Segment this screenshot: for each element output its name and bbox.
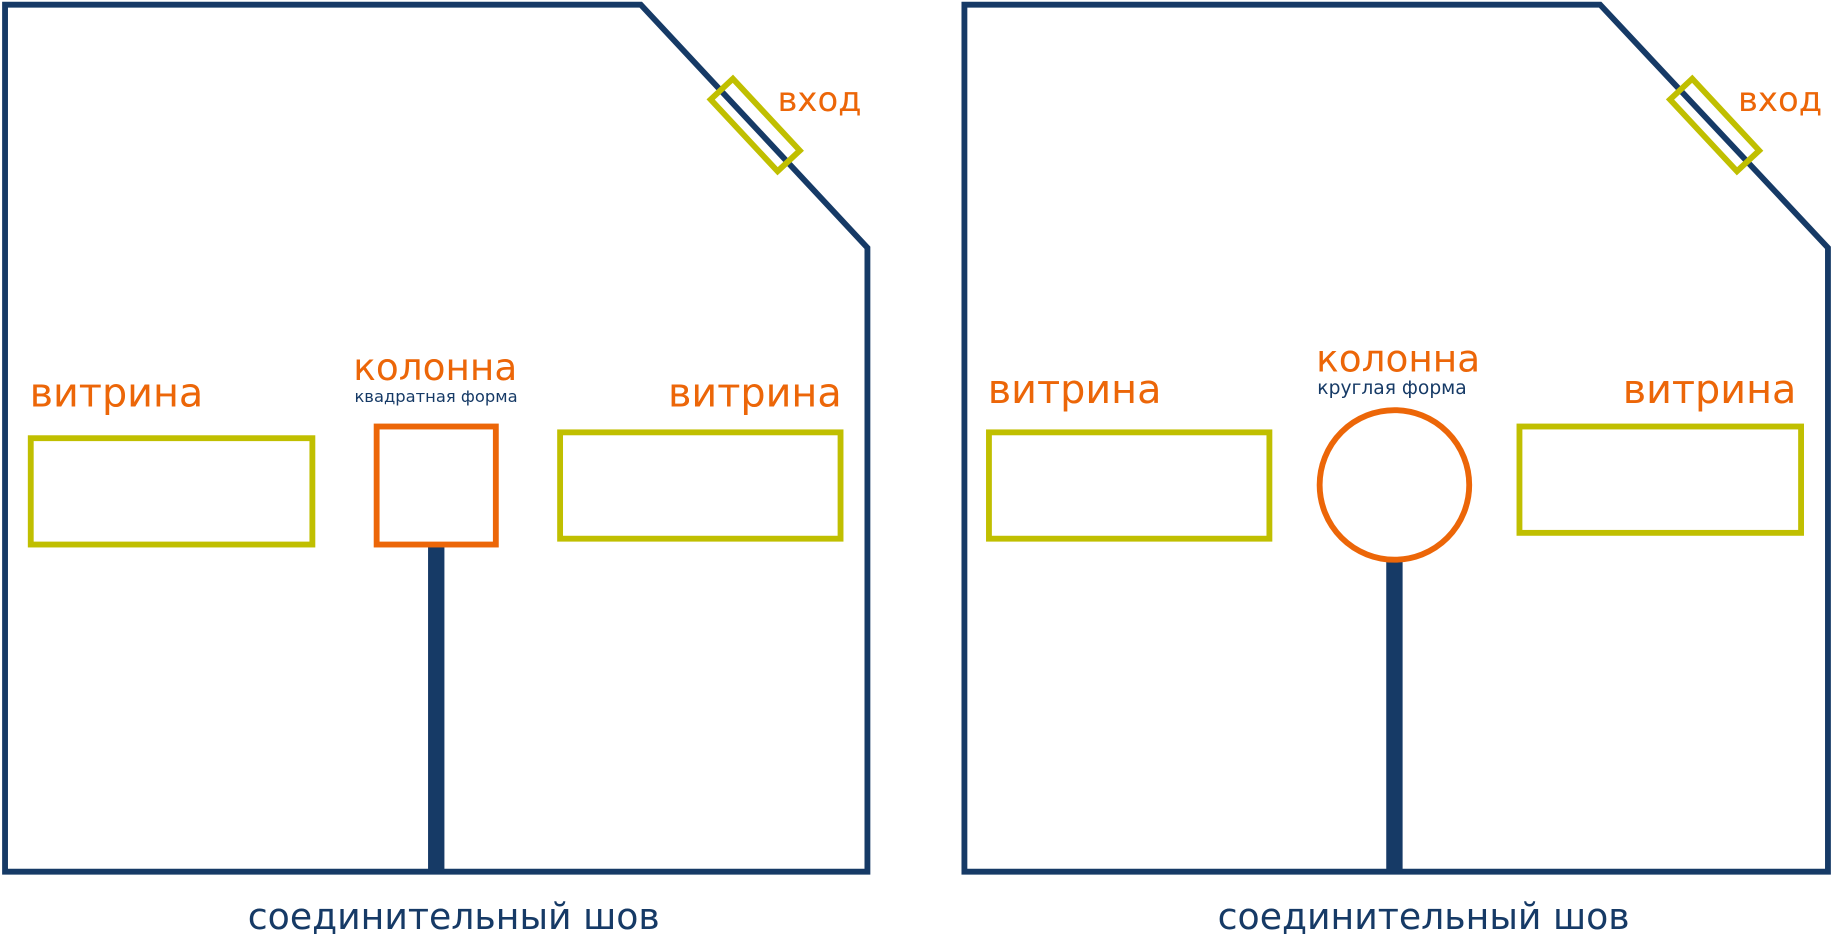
showcase-right-label: витрина	[1623, 367, 1797, 413]
round-column	[1316, 407, 1473, 563]
seam-label: соединительный шов	[248, 895, 660, 938]
showcase-left	[986, 429, 1273, 542]
showcase-right	[1516, 423, 1804, 536]
connecting-seam	[1386, 559, 1403, 872]
showcase-left-label: витрина	[30, 371, 204, 417]
showcase-right	[557, 429, 844, 542]
connecting-seam	[428, 544, 445, 872]
showcase-left	[27, 435, 316, 548]
seam-label: соединительный шов	[1218, 895, 1630, 938]
showcase-right-label: витрина	[668, 371, 842, 417]
entrance-label: вход	[777, 80, 861, 119]
entrance-door	[706, 74, 804, 176]
column-shape-label: круглая форма	[1317, 378, 1466, 399]
column-title: колонна	[353, 345, 517, 389]
room-outline	[961, 1, 1831, 875]
square-column	[373, 423, 499, 548]
entrance-door	[1665, 74, 1764, 176]
room-outline	[2, 1, 871, 875]
entrance-label: вход	[1738, 80, 1822, 119]
column-title: колонна	[1316, 337, 1480, 381]
plan-square-column: вход витрина витрина колонна квадратная …	[2, 1, 871, 938]
showcase-left-label: витрина	[988, 367, 1162, 413]
column-shape-label: квадратная форма	[354, 387, 517, 406]
plan-round-column: вход витрина витрина колонна круглая фор…	[961, 1, 1831, 938]
